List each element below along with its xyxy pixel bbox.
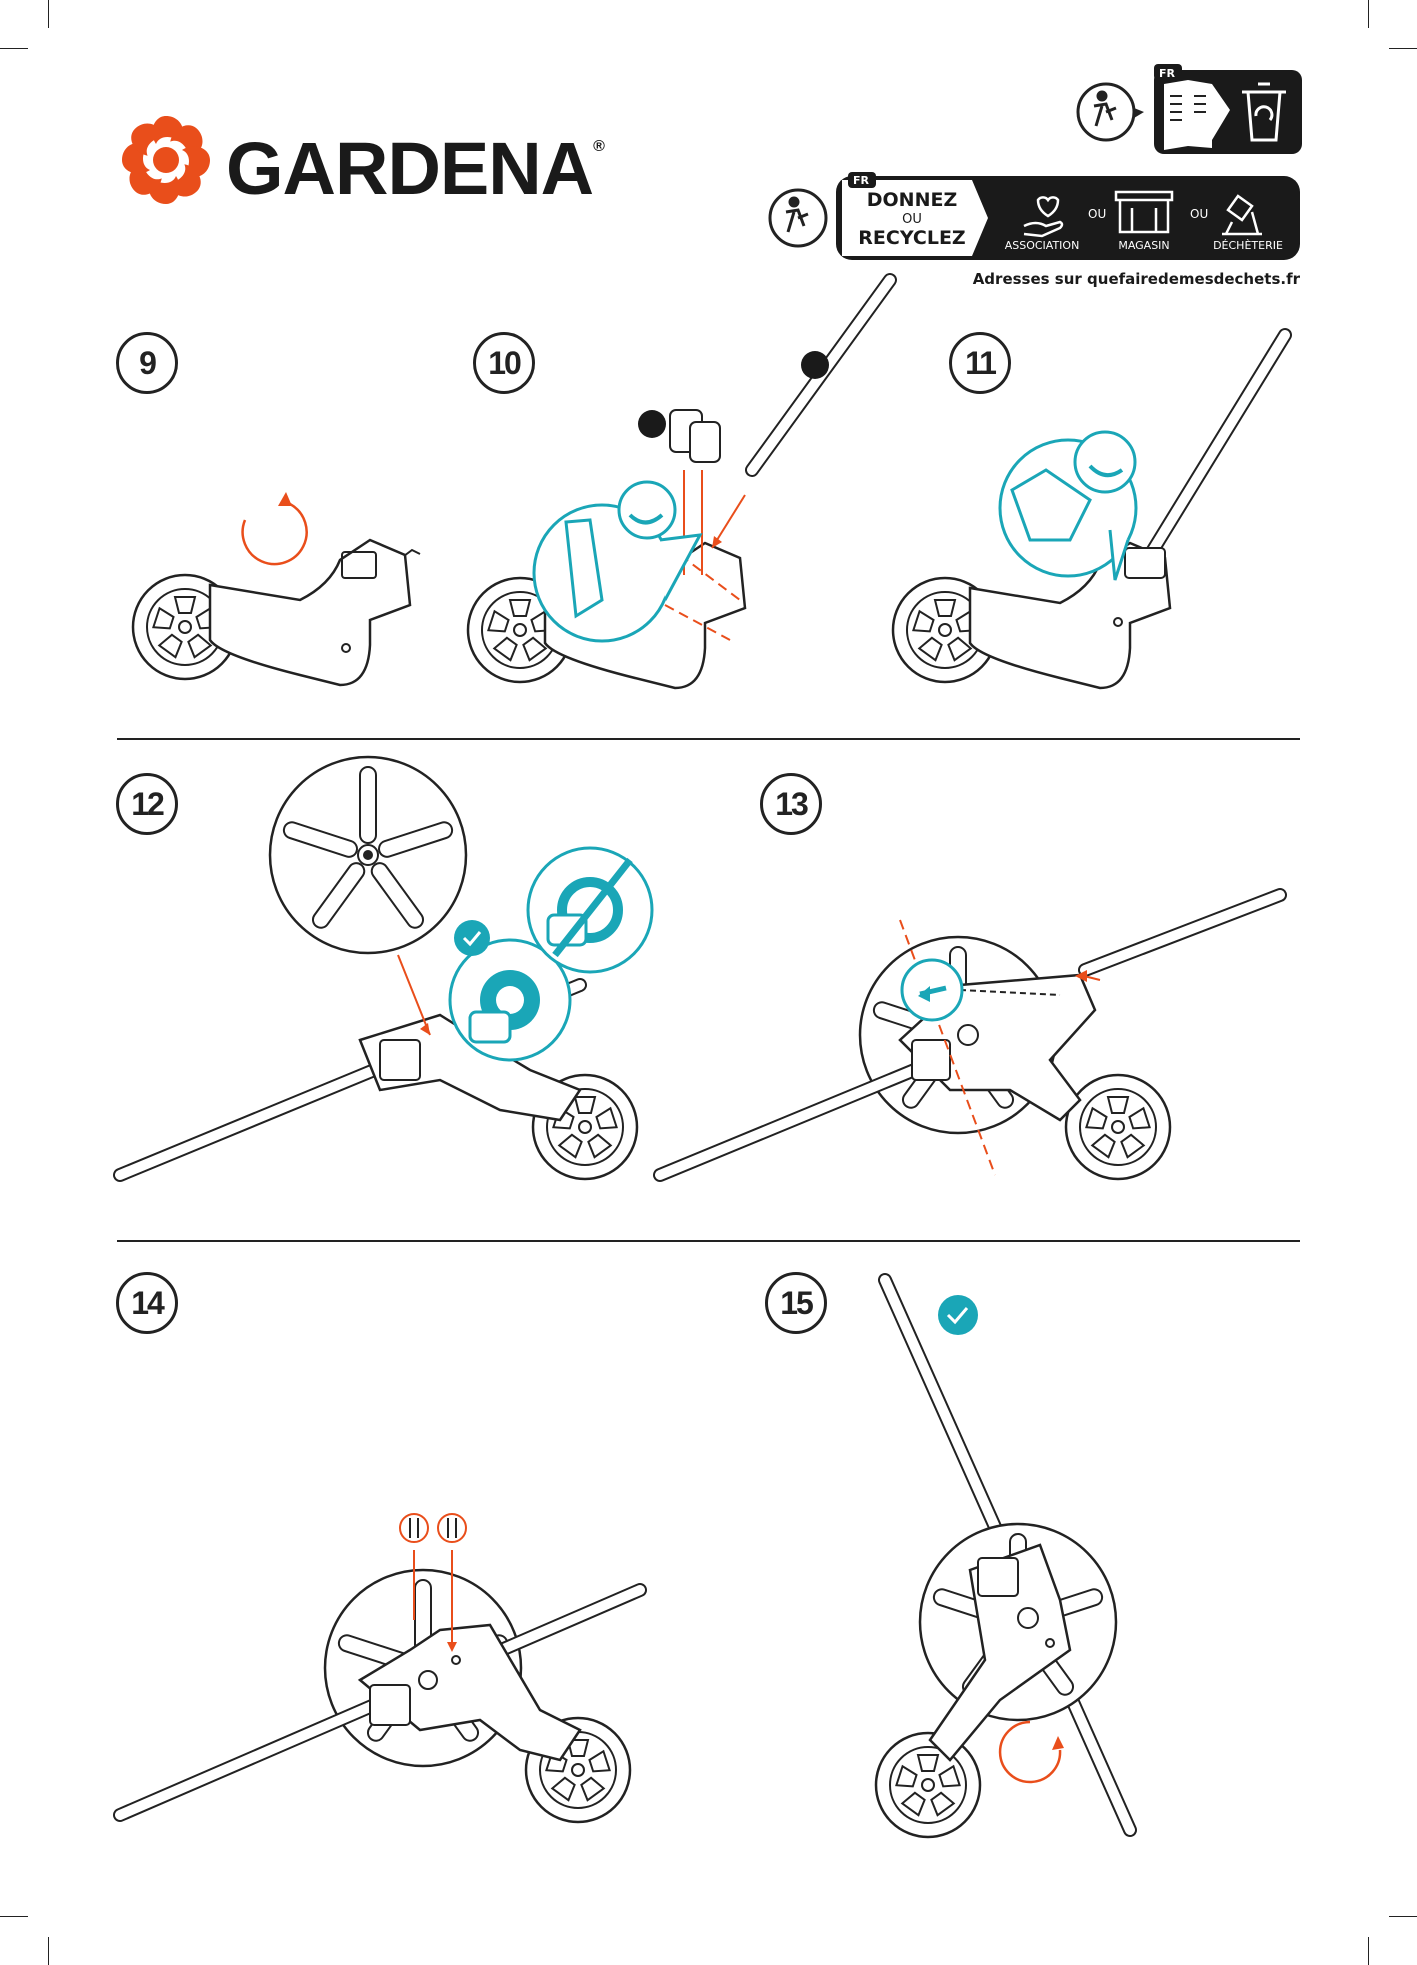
detail-callout	[902, 960, 962, 1020]
check-icon	[454, 920, 490, 956]
step-11-illustration	[893, 335, 1285, 688]
check-icon	[938, 1295, 978, 1335]
rotate-arrow-icon	[1000, 1722, 1060, 1782]
spacer-parts	[670, 410, 720, 462]
rotate-arrow-icon	[243, 504, 307, 564]
step-15-illustration	[876, 1280, 1130, 1837]
step-12-illustration	[120, 757, 652, 1179]
detail-callout-wrong	[528, 848, 652, 972]
detail-callout	[1000, 432, 1136, 580]
step-14-illustration	[120, 1514, 640, 1822]
screw-icon	[400, 1514, 428, 1542]
screw-icon	[438, 1514, 466, 1542]
step-10-illustration	[468, 280, 890, 688]
step-13-illustration	[660, 895, 1280, 1179]
step-9-illustration	[133, 492, 420, 685]
